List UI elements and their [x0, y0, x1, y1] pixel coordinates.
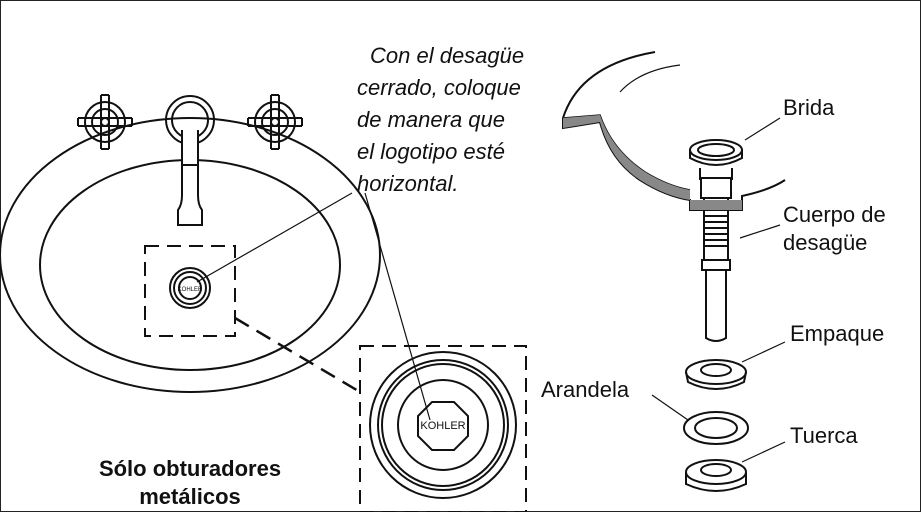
note-line-4: el logotipo esté — [357, 139, 505, 164]
caption-line-1: Sólo obturadores — [99, 456, 281, 481]
drain-detail-enlarged — [369, 351, 517, 499]
label-drain-body-1: Cuerpo de — [783, 202, 886, 227]
caption: Sólo obturadores metálicos — [99, 456, 281, 509]
logo-text-small: KOHLER — [178, 287, 203, 293]
instruction-note: Con el desagüe cerrado, coloque de maner… — [357, 43, 524, 196]
logo-text-large: KOHLER — [420, 420, 465, 432]
flange-icon — [689, 139, 743, 180]
gasket-icon — [685, 359, 747, 390]
note-leader-line-2 — [364, 192, 431, 421]
label-nut: Tuerca — [790, 423, 858, 448]
label-drain-body-2: desagüe — [783, 230, 867, 255]
faucet-spout-icon — [165, 95, 215, 226]
sink-drain-icon — [169, 267, 211, 309]
leader-drain-body — [739, 224, 781, 239]
leader-nut — [741, 441, 786, 463]
nut-icon — [685, 459, 747, 492]
note-leader-line-1 — [196, 192, 353, 283]
leader-washer — [651, 394, 689, 421]
left-handle-icon — [77, 94, 133, 150]
note-line-2: cerrado, coloque — [357, 75, 521, 100]
label-washer: Arandela — [541, 377, 630, 402]
leader-flange — [744, 117, 781, 141]
washer-icon — [683, 411, 749, 445]
label-flange: Brida — [783, 95, 835, 120]
detail-box-small — [144, 245, 236, 337]
right-handle-icon — [247, 94, 303, 150]
detail-box-large — [359, 345, 527, 512]
note-line-1: Con el desagüe — [370, 43, 524, 68]
basin-wall-fill — [563, 115, 785, 210]
detail-connector-line — [234, 316, 361, 394]
leader-gasket — [741, 341, 786, 363]
caption-line-2: metálicos — [139, 484, 241, 509]
note-line-5: horizontal. — [357, 171, 459, 196]
label-gasket: Empaque — [790, 321, 884, 346]
note-line-3: de manera que — [357, 107, 505, 132]
